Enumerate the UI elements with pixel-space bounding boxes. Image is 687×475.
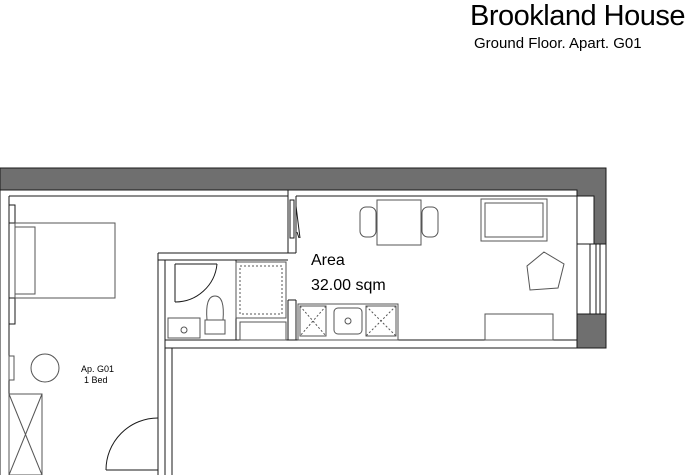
vanity-unit	[239, 321, 287, 341]
area-value: 32.00 sqm	[311, 277, 386, 294]
dining-table	[359, 199, 439, 246]
unit-label: Ap. G01	[81, 364, 114, 374]
toilet	[204, 295, 226, 335]
area-label: Area	[311, 252, 345, 269]
bathroom-door	[174, 263, 218, 303]
armchair	[526, 251, 565, 291]
wardrobe	[8, 393, 43, 475]
kitchenette	[297, 303, 399, 341]
right-window	[576, 243, 607, 315]
entry-door	[105, 417, 159, 471]
unit-type: 1 Bed	[84, 375, 108, 385]
double-bed	[14, 222, 116, 299]
shower-tray	[235, 261, 287, 319]
building-title: Brookland House	[470, 0, 685, 32]
wash-basin	[167, 317, 201, 339]
side-unit	[484, 313, 554, 341]
sofa	[480, 198, 548, 242]
floor-apartment-subtitle: Ground Floor. Apart. G01	[474, 35, 642, 52]
interior-walls	[0, 190, 606, 475]
exterior-wall	[0, 167, 607, 349]
round-table	[8, 353, 60, 383]
